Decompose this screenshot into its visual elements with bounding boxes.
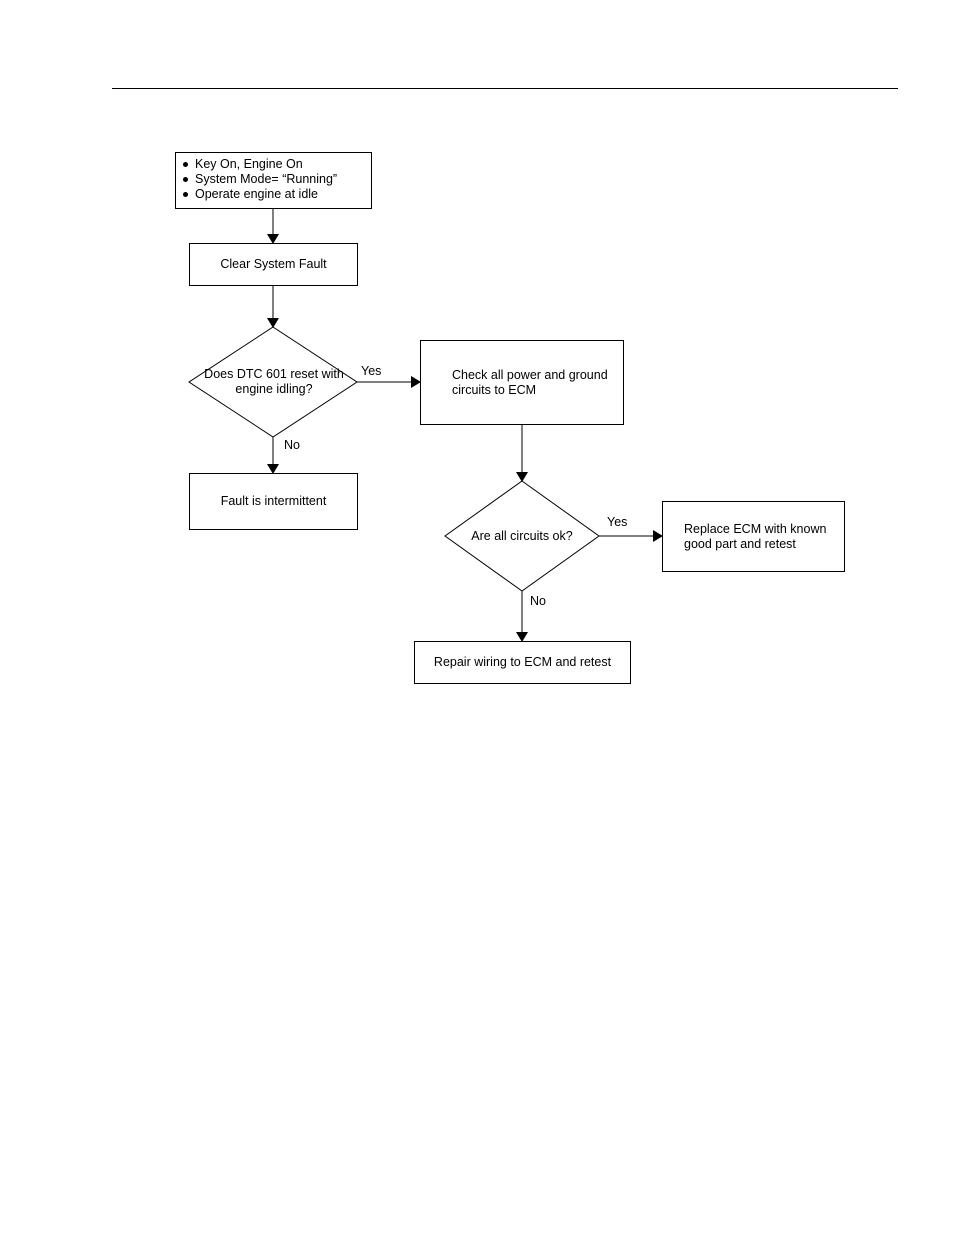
check-circuits-text: Check all power and ground circuits to E… (452, 368, 612, 398)
repair-wiring-box: Repair wiring to ECM and retest (414, 641, 631, 684)
edge-label-dtc-no: No (284, 438, 300, 453)
start-condition-item: System Mode= “Running” (195, 172, 371, 187)
clear-system-fault-box: Clear System Fault (189, 243, 358, 286)
replace-ecm-box: Replace ECM with known good part and ret… (662, 501, 845, 572)
bullet-icon (183, 162, 188, 167)
edge-label-dtc-yes: Yes (361, 364, 381, 379)
bullet-icon (183, 177, 188, 182)
start-conditions-box: Key On, Engine On System Mode= “Running”… (175, 152, 372, 209)
edge-label-circuits-yes: Yes (607, 515, 627, 530)
bullet-icon (183, 192, 188, 197)
start-condition-item: Key On, Engine On (195, 157, 371, 172)
decision-dtc-text: Does DTC 601 reset with engine idling? (200, 362, 348, 402)
check-circuits-box: Check all power and ground circuits to E… (420, 340, 624, 425)
edge-label-circuits-no: No (530, 594, 546, 609)
fault-intermittent-box: Fault is intermittent (189, 473, 358, 530)
start-conditions-list: Key On, Engine On System Mode= “Running”… (195, 157, 371, 202)
replace-ecm-text: Replace ECM with known good part and ret… (684, 522, 834, 552)
decision-circuits-text: Are all circuits ok? (455, 521, 589, 551)
start-condition-item: Operate engine at idle (195, 187, 371, 202)
